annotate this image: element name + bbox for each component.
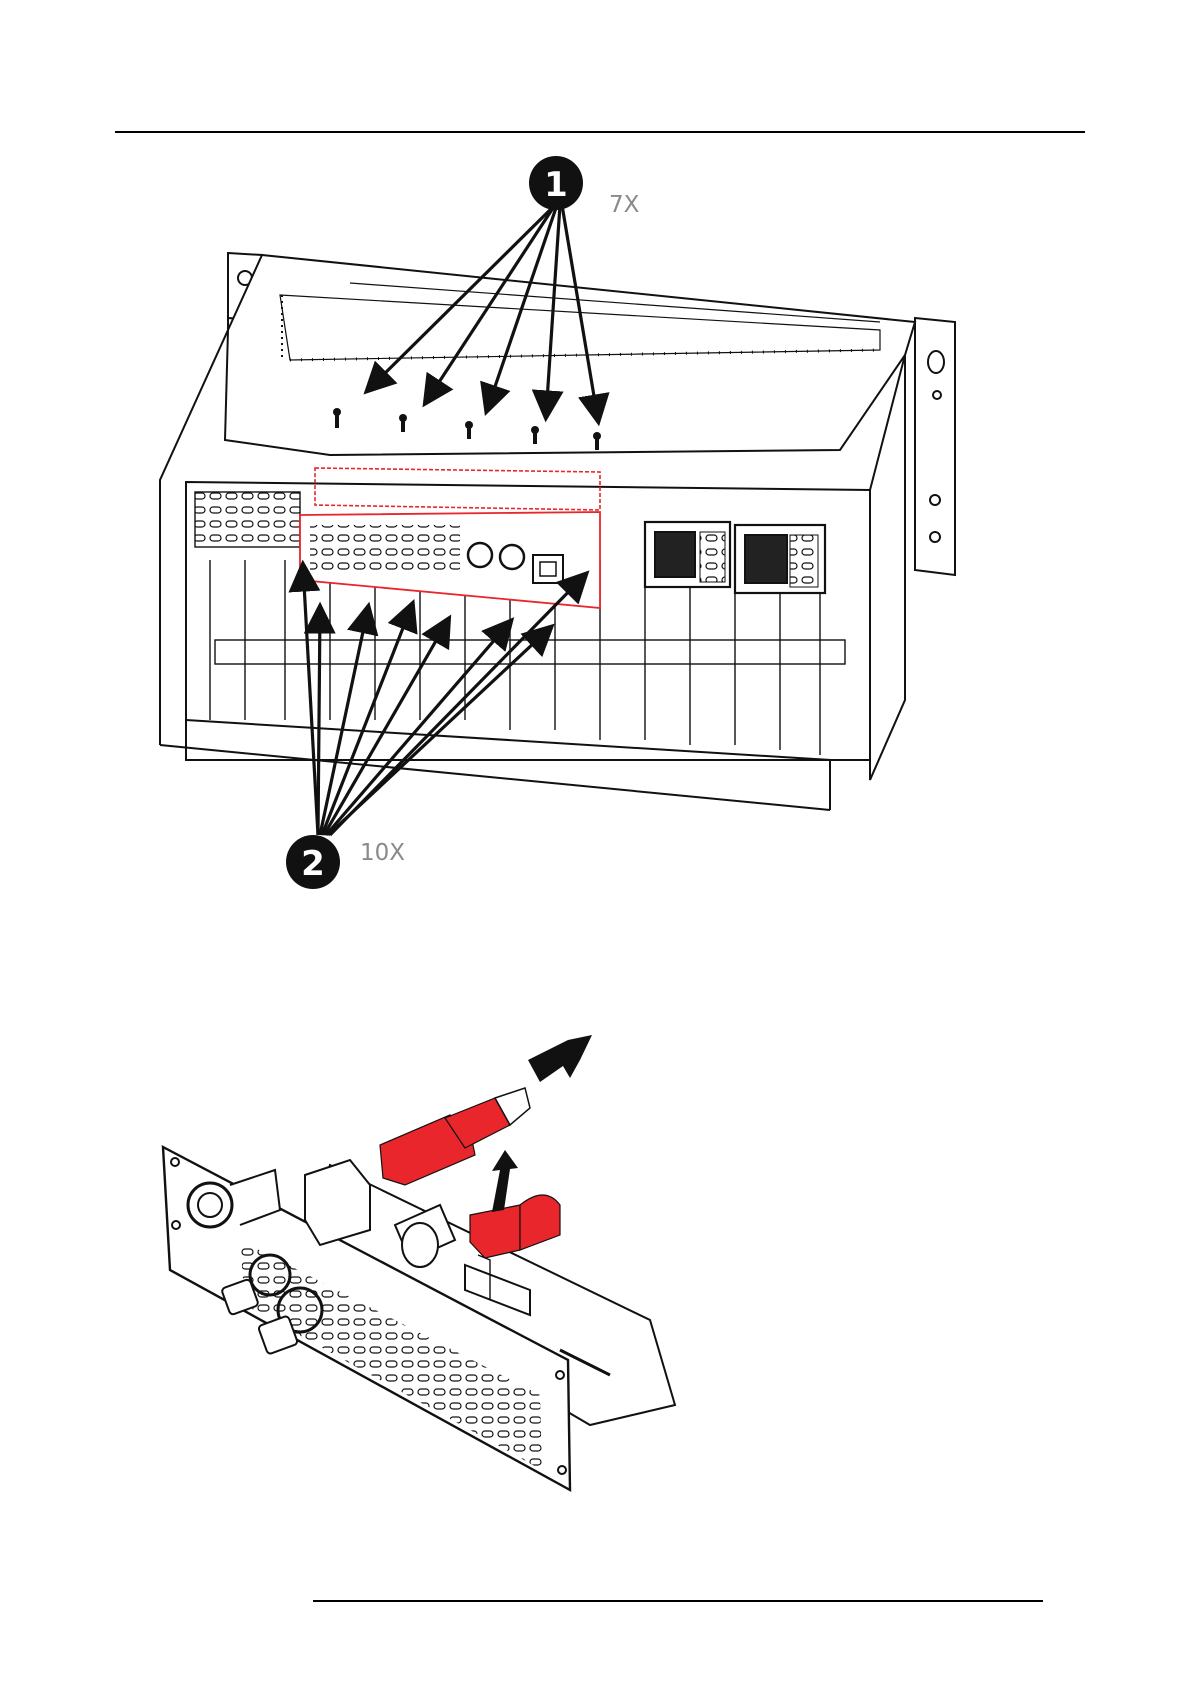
module-detail-illustration [163, 1147, 675, 1490]
callout-2: 2 10X [286, 835, 405, 889]
pull-out-arrow [528, 1035, 592, 1082]
callout-1: 1 7X [529, 156, 640, 218]
callout-1-number: 1 [544, 165, 568, 205]
lift-up-arrow [492, 1150, 518, 1212]
header-clip-part [470, 1195, 560, 1258]
callout-1-quantity: 7X [609, 192, 640, 218]
callout-2-quantity: 10X [360, 840, 405, 866]
callout-2-number: 2 [301, 844, 325, 884]
